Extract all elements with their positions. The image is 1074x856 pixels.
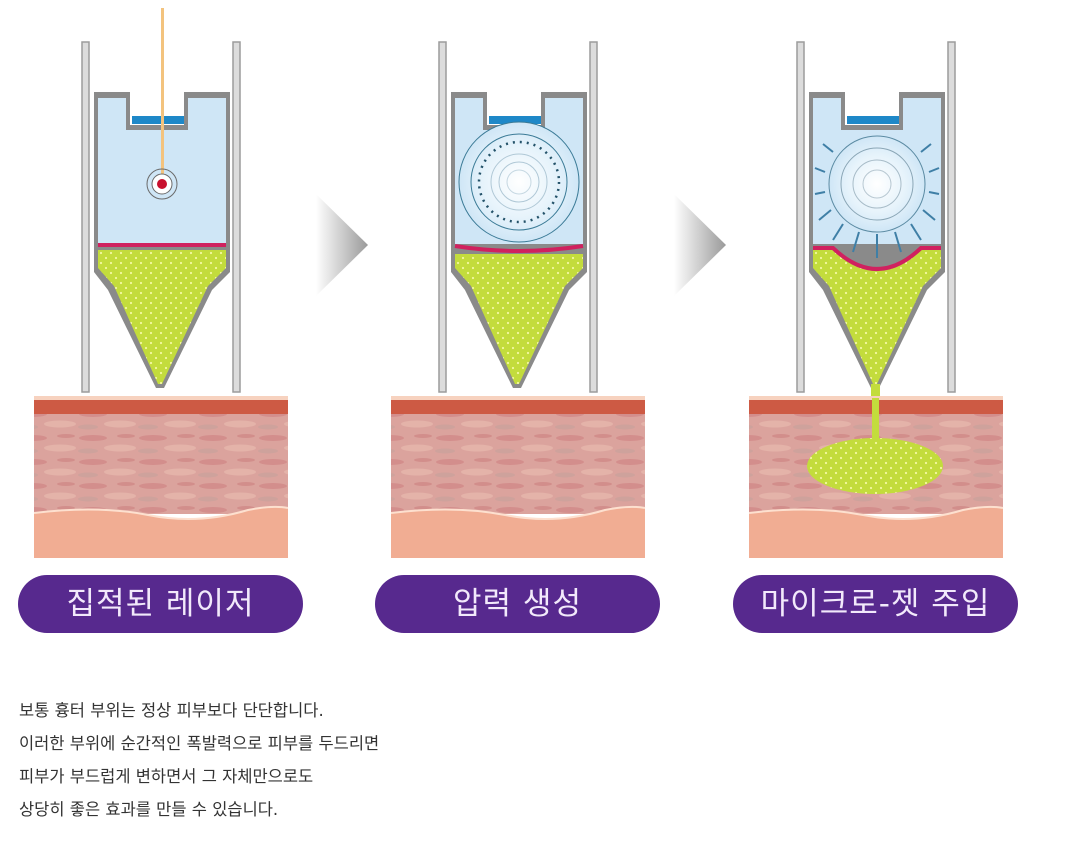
description-line: 이러한 부위에 순간적인 폭발력으로 피부를 두드리면 [19,734,380,753]
step-panel-pressure [375,0,665,650]
laser-focus-diagram [33,8,289,558]
focus-point-icon [157,179,167,189]
micro-jet-diagram [748,41,1004,558]
step-panel-laser-focus [18,0,308,650]
step-label-micro-jet: 마이크로-젯 주입 [733,575,1018,633]
description-line: 보통 흉터 부위는 정상 피부보다 단단합니다. [19,701,324,720]
pressure-arrows-icon [814,143,940,258]
description-line: 피부가 부드럽게 변하면서 그 자체만으로도 [19,767,314,786]
laser-beam [161,8,164,184]
step-label-pressure: 압력 생성 [375,575,660,633]
step-label-laser-focus: 집적된 레이저 [18,575,303,633]
description-line: 상당히 좋은 효과를 만들 수 있습니다. [19,800,279,819]
description-text: 보통 흉터 부위는 정상 피부보다 단단합니다. 이러한 부위에 순간적인 폭발… [19,694,379,826]
next-step-arrow-icon [674,194,726,296]
step-panel-micro-jet [733,0,1023,650]
next-step-arrow-icon [316,194,368,296]
pressure-diagram [390,41,646,558]
